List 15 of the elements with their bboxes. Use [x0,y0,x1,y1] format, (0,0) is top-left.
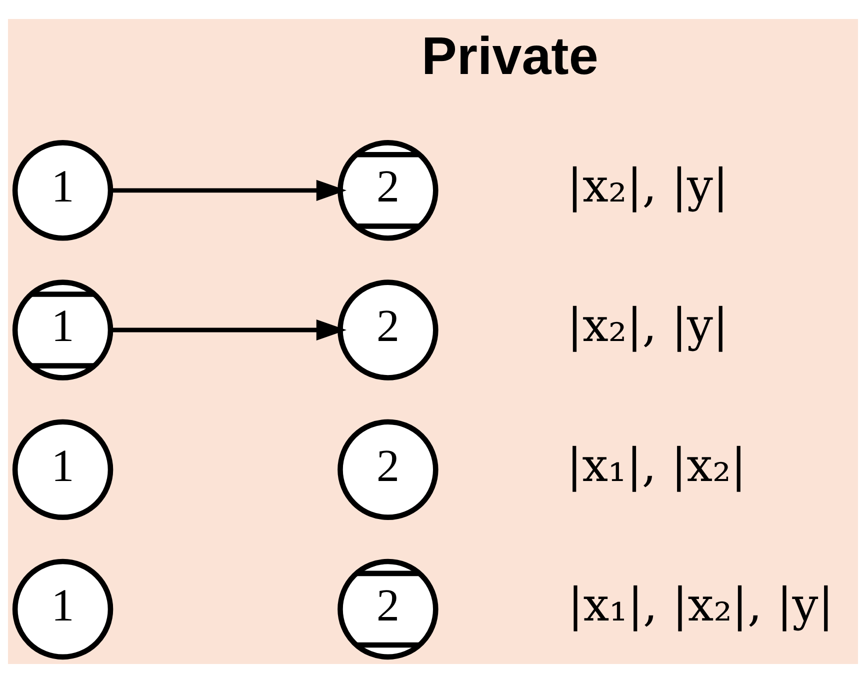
label: |x₂|, |y| [567,298,728,352]
node-circle: 1 [12,419,114,520]
node-circle: 1 [12,140,114,241]
label: Private [422,26,598,86]
node-circle: 2 [338,280,438,380]
node-circle: 2 [338,140,438,241]
label: |x₂|, |y| [567,158,728,213]
arrow [111,180,346,201]
arrow [111,319,346,341]
node-circle: 2 [338,558,438,660]
label: |x₁|, |x₂|, |y| [568,577,834,632]
node-circle: 1 [12,558,114,660]
node-circle: 1 [12,280,114,380]
label: |x₁|, |x₂| [566,438,746,492]
node-circle: 2 [338,419,438,520]
